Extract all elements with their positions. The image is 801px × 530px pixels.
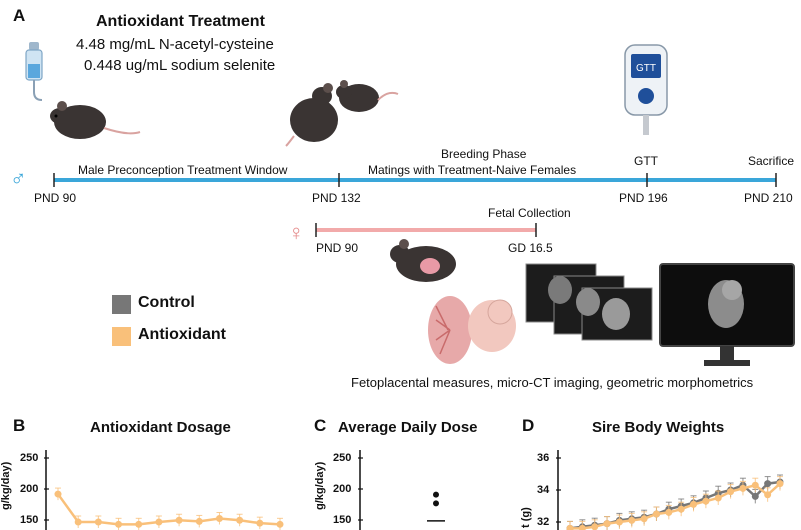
panel-d-series-1-point-11 (702, 497, 710, 505)
legend-label-antioxidant: Antioxidant (138, 326, 226, 343)
panel-d-series-1-point-6 (640, 515, 648, 523)
panel-a-letter: A (13, 6, 26, 25)
legend-swatch-control (112, 295, 131, 314)
panel-d-title: Sire Body Weights (592, 419, 725, 436)
female-tick-1: PND 90 (316, 241, 359, 255)
panel-d-series-1-point-9 (677, 505, 685, 513)
panel-c-point-1 (433, 500, 439, 507)
sacrifice-label: Sacrifice (748, 154, 795, 168)
gtt-label: GTT (634, 154, 658, 168)
glucometer-display: GTT (636, 63, 656, 74)
panel-d-series-1-point-14 (739, 484, 747, 492)
panel-b-series-0-point-7 (195, 517, 203, 525)
panel-b-letter: B (13, 416, 26, 435)
female-timeline (315, 223, 537, 237)
phase-matings-label: Matings with Treatment-Naive Females (368, 163, 577, 177)
glucometer-icon: GTT (624, 44, 668, 135)
panel-c-title: Average Daily Dose (338, 419, 478, 436)
fetal-collection-label: Fetal Collection (488, 206, 571, 220)
pregnant-mouse-icon (390, 239, 456, 282)
panel-c-ytick-250: 250 (333, 452, 352, 464)
panel-d-series-1-point-1 (578, 524, 586, 530)
male-tick-1: PND 90 (34, 191, 77, 205)
panel-c-ylabel: g/kg/day) (314, 461, 326, 510)
panel-b-series-0-point-0 (54, 490, 62, 498)
panel-c-point-0 (433, 491, 439, 498)
male-tick-3: PND 196 (619, 191, 668, 205)
panel-b-series-0-point-3 (115, 520, 123, 528)
legend: Control Antioxidant (112, 294, 272, 354)
male-tick-4: PND 210 (744, 191, 793, 205)
panel-b-ytick-200: 200 (20, 483, 39, 495)
panel-d-series-1-point-17 (776, 480, 784, 488)
panel-b-series-0-point-11 (276, 520, 284, 528)
panel-d-series-1-point-10 (690, 500, 698, 508)
panel-c-ytick-150: 150 (333, 514, 352, 526)
panel-d-series-1-point-7 (652, 510, 660, 518)
panel-b-series-0-point-8 (215, 515, 223, 523)
panel-d-series-0-point-16 (764, 480, 772, 488)
treatment-line-2: 0.448 ug/mL sodium selenite (84, 57, 276, 74)
panel-b-series-0-point-6 (175, 516, 183, 524)
legend-label-control: Control (138, 294, 195, 311)
placenta-fetus-icon (428, 296, 516, 364)
panel-d-series-1-point-3 (603, 520, 611, 528)
micro-ct-slices-icon (525, 263, 653, 341)
panel-d-series-1-point-15 (751, 481, 759, 489)
panel-b-ylabel: g/kg/day) (0, 461, 12, 510)
male-symbol-icon: ♂ (10, 166, 27, 191)
panel-c-letter: C (314, 416, 327, 435)
panel-b-ytick-150: 150 (20, 514, 39, 526)
panel-d-series-0-line (569, 480, 781, 530)
panel-b-series-0-line (56, 493, 281, 526)
phase-breeding-label: Breeding Phase (441, 147, 527, 161)
panel-b-ytick-250: 250 (20, 452, 39, 464)
panel-d-ytick-34: 34 (537, 484, 550, 496)
panel-d-ytick-36: 36 (537, 452, 550, 464)
treatment-line-1: 4.48 mg/mL N-acetyl-cysteine (76, 36, 274, 53)
treatment-title: Antioxidant Treatment (96, 13, 265, 30)
panel-d-series-1-point-16 (764, 491, 772, 499)
panel-b-series-0-point-9 (236, 516, 244, 524)
panel-d-series-1-point-4 (615, 518, 623, 526)
male-tick-2: PND 132 (312, 191, 361, 205)
panel-d-chart (556, 450, 784, 530)
panel-c-ytick-200: 200 (333, 483, 352, 495)
panel-d-series-1-point-12 (714, 494, 722, 502)
female-tick-2: GD 16.5 (508, 241, 553, 255)
panel-d-series-1-point-8 (665, 508, 673, 516)
panel-d-series-1-point-5 (628, 516, 636, 524)
mating-mice-icon (285, 80, 399, 147)
phase-preconception-label: Male Preconception Treatment Window (78, 163, 288, 177)
panel-d-series-1-point-2 (591, 523, 599, 530)
panel-a-caption: Fetoplacental measures, micro-CT imaging… (351, 375, 754, 390)
female-symbol-icon: ♀ (288, 220, 305, 245)
panel-d-letter: D (522, 416, 535, 435)
panel-c-chart (358, 450, 445, 530)
panel-b-series-0-point-2 (94, 518, 102, 526)
legend-swatch-antioxidant (112, 327, 131, 346)
panel-d-series-1-point-0 (566, 524, 574, 530)
monitor-icon (659, 263, 795, 366)
panel-b-chart (44, 450, 284, 530)
male-timeline (53, 173, 777, 187)
panel-d-ytick-32: 32 (537, 516, 550, 528)
panel-b-title: Antioxidant Dosage (90, 419, 231, 436)
water-bottle-icon (25, 42, 43, 101)
panel-b-series-0-point-5 (155, 518, 163, 526)
panel-d-ylabel: t (g) (520, 507, 532, 528)
panel-b-series-0-point-10 (256, 519, 264, 527)
male-mouse-icon (50, 101, 141, 139)
panel-b-series-0-point-4 (135, 520, 143, 528)
panel-b-series-0-point-1 (74, 518, 82, 526)
panel-d-series-0-point-15 (751, 492, 759, 500)
panel-d-series-1-point-13 (727, 488, 735, 496)
